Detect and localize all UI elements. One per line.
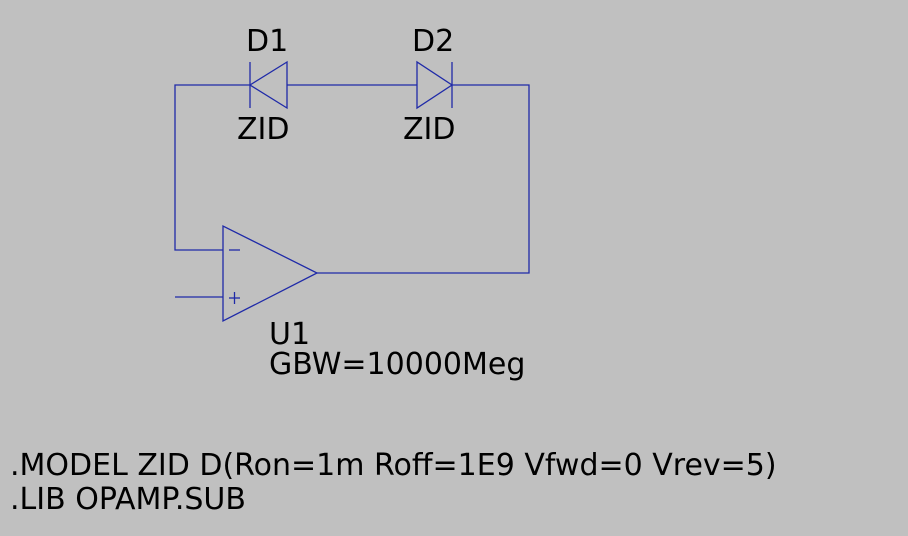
lib-directive: .LIB OPAMP.SUB <box>10 482 246 517</box>
model-directive: .MODEL ZID D(Ron=1m Roff=1E9 Vfwd=0 Vrev… <box>10 448 777 483</box>
wire-right-loop <box>317 84 530 274</box>
wire-left-loop <box>174 84 250 251</box>
d1-model-label: ZID <box>237 112 290 147</box>
d2-model-label: ZID <box>403 112 456 147</box>
u1-ref-label: U1 <box>269 317 311 352</box>
diode-d2-symbol <box>416 60 454 110</box>
opamp-u1-symbol <box>222 224 319 323</box>
u1-gbw-label: GBW=10000Meg <box>269 347 526 382</box>
diode-d1-symbol <box>248 60 288 110</box>
d1-ref-label: D1 <box>246 24 289 59</box>
d2-ref-label: D2 <box>412 24 455 59</box>
